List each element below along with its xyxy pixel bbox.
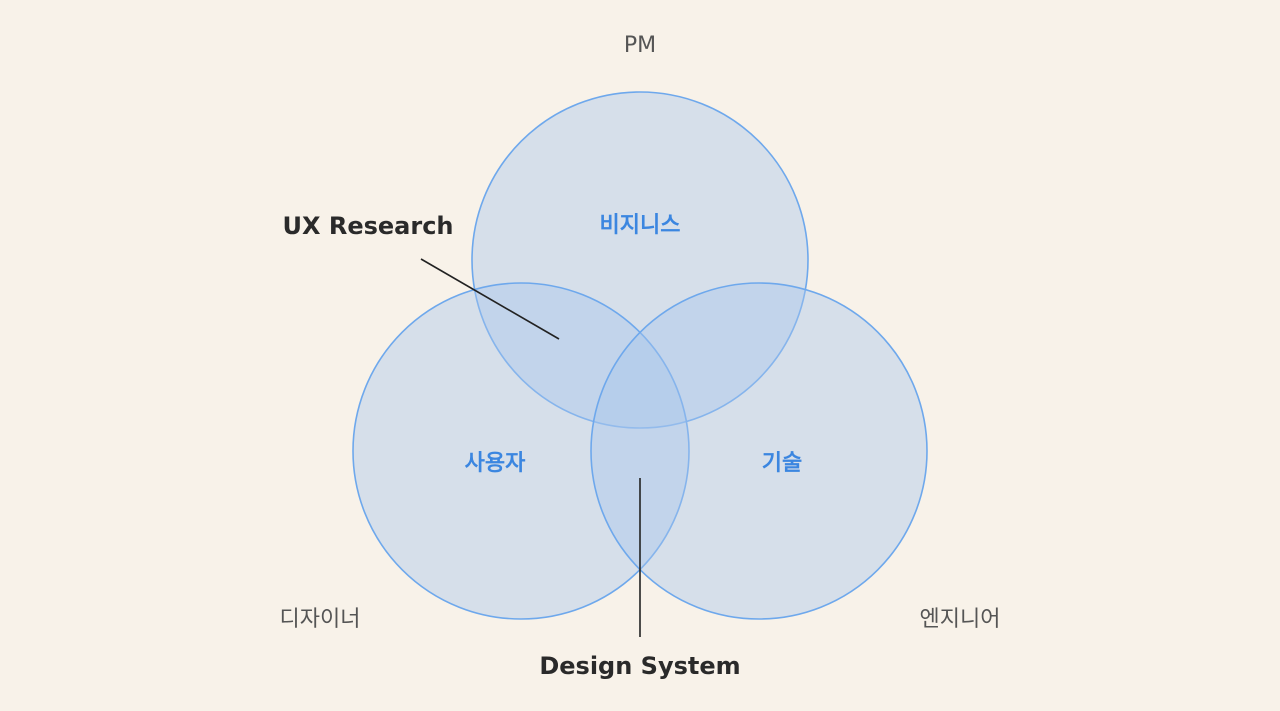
business-circle <box>471 91 809 429</box>
tech-circle <box>590 282 928 620</box>
role-designer-label: 디자이너 <box>279 607 361 632</box>
tech-label: 기술 <box>761 451 803 476</box>
ux-research-leader-line <box>420 258 560 340</box>
design-system-callout: Design System <box>539 652 741 680</box>
user-circle <box>352 282 690 620</box>
business-label: 비지니스 <box>599 213 681 238</box>
role-pm-label: PM <box>623 33 657 58</box>
ux-research-callout: UX Research <box>282 212 454 240</box>
role-engineer-label: 엔지니어 <box>919 607 1001 632</box>
user-label: 사용자 <box>464 451 526 476</box>
